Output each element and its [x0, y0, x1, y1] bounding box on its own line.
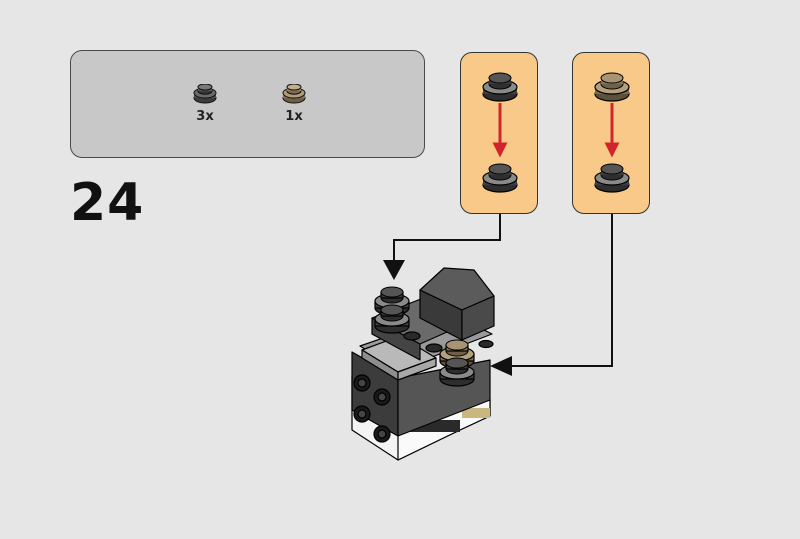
round-plate-tan-icon — [282, 84, 306, 104]
dark-gray-plate-bottom — [482, 163, 518, 193]
callout-2-contents — [594, 72, 630, 193]
part-qty-dark-gray: 3x — [196, 109, 214, 124]
step-number: 24 — [70, 173, 145, 233]
leader-arrows — [393, 214, 613, 367]
tan-plate-top — [594, 72, 630, 102]
arrow-head-left-icon — [490, 356, 512, 376]
leader-line-1 — [393, 214, 501, 262]
lego-model — [351, 267, 495, 461]
parts-list-box: 3x 1x — [70, 50, 425, 158]
round-plate-dark-gray-icon — [193, 84, 217, 104]
arrow-head-down-icon — [383, 260, 405, 280]
dark-gray-plate-top — [482, 72, 518, 102]
part-qty-tan: 1x — [285, 109, 303, 124]
part-item-dark-gray: 3x — [185, 84, 225, 124]
leader-line-2 — [510, 214, 613, 367]
dark-gray-plate-bottom — [594, 163, 630, 193]
callout-1-contents — [482, 72, 518, 193]
part-item-tan: 1x — [274, 84, 314, 124]
